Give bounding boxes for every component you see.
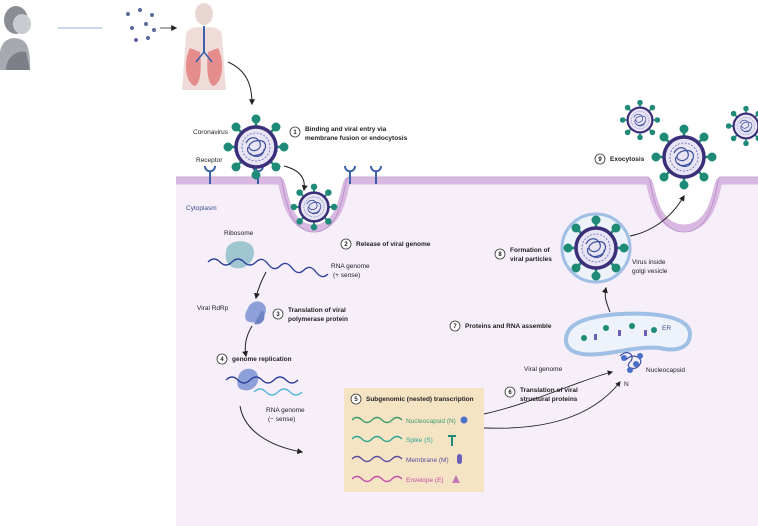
- step-6: 6 Translation of viral structural protei…: [504, 386, 578, 403]
- rna-genome-neg-label: RNA genome: [266, 407, 305, 414]
- virus-in-golgi-icon: [563, 215, 629, 281]
- svg-text:8: 8: [498, 252, 502, 258]
- coronavirus-label: Coronavirus: [193, 129, 229, 136]
- rdrp-replication-icon: [237, 368, 259, 391]
- nucleocapsid-label: Nucleocapsid: [646, 367, 685, 374]
- transcription-legend: [344, 388, 484, 492]
- svg-text:Spike (S): Spike (S): [406, 437, 433, 444]
- legend-spike: Spike (S): [351, 435, 456, 446]
- endocytosed-virus-icon: [290, 183, 338, 231]
- cell-membrane: [176, 177, 758, 232]
- svg-text:6: 6: [508, 390, 512, 396]
- svg-text:2: 2: [344, 242, 348, 248]
- endoplasmic-reticulum: [563, 311, 693, 357]
- svg-text:polymerase protein: polymerase protein: [288, 316, 348, 323]
- svg-text:7: 7: [453, 324, 457, 330]
- svg-text:Translation of viral: Translation of viral: [520, 387, 578, 394]
- svg-text:Membrane (M): Membrane (M): [406, 457, 449, 464]
- lungs-icon: [182, 3, 226, 90]
- er-proteins-icon: [581, 323, 657, 341]
- svg-text:Nucleocapsid (N): Nucleocapsid (N): [406, 418, 456, 425]
- svg-text:Subgenomic (nested) transcript: Subgenomic (nested) transcription: [366, 396, 474, 403]
- svg-text:1: 1: [293, 130, 297, 136]
- nucleocapsid-icon: [619, 352, 643, 373]
- ribosome-label: Ribosome: [224, 230, 254, 237]
- svg-text:Proteins and RNA assemble: Proteins and RNA assemble: [465, 323, 552, 330]
- rna-genome-negative: [253, 388, 303, 396]
- svg-text:structural proteins: structural proteins: [520, 396, 578, 403]
- step-5: 5 Subgenomic (nested) transcription: [350, 393, 474, 405]
- cytoplasm-label: Cytoplasm: [186, 205, 217, 212]
- legend-envelope: Envelope (E): [351, 475, 460, 484]
- person-icon: [0, 6, 31, 70]
- virus-particles-air-icon: [126, 8, 156, 42]
- svg-text:genome replication: genome replication: [232, 356, 292, 363]
- receptor-label: Receptor: [196, 157, 223, 164]
- legend-nucleocapsid: Nucleocapsid (N): [351, 416, 468, 425]
- golgi-label: Virus inside: [632, 259, 666, 266]
- svg-text:4: 4: [220, 357, 224, 363]
- svg-text:viral particles: viral particles: [510, 256, 552, 263]
- step-1: 1 Binding and viral entry via membrane f…: [289, 126, 408, 142]
- released-virus-icon: [619, 99, 661, 141]
- svg-text:Formation of: Formation of: [510, 247, 551, 254]
- svg-text:(− sense): (− sense): [268, 416, 295, 423]
- rna-genome-positive: [207, 258, 329, 278]
- rna-template-strand: [225, 376, 299, 384]
- svg-text:Translation of viral: Translation of viral: [288, 307, 346, 314]
- svg-text:3: 3: [276, 312, 280, 318]
- svg-text:Envelope (E): Envelope (E): [406, 477, 444, 484]
- n-protein-label: N: [624, 381, 629, 388]
- legend-membrane: Membrane (M): [351, 454, 462, 464]
- er-label: ER: [662, 325, 671, 332]
- svg-text:(+ sense): (+ sense): [333, 272, 360, 279]
- released-virus-icon-2: [725, 105, 758, 147]
- step-4: 4 genome replication: [216, 353, 292, 365]
- step-7: 7 Proteins and RNA assemble: [449, 320, 552, 332]
- svg-text:Release of viral genome: Release of viral genome: [356, 241, 431, 248]
- step-9: 9 Exocytosis: [594, 153, 645, 165]
- svg-text:golgi vesicle: golgi vesicle: [632, 268, 668, 275]
- svg-text:Exocytosis: Exocytosis: [610, 156, 645, 163]
- step-8: 8 Formation of viral particles: [494, 247, 552, 263]
- viral-genome-label: Viral genome: [524, 366, 563, 373]
- svg-text:membrane fusion or endocytosis: membrane fusion or endocytosis: [305, 135, 408, 142]
- exocytosed-virus-icon: [651, 124, 717, 190]
- viral-rdrp-label: Viral RdRp: [197, 305, 229, 312]
- svg-text:9: 9: [598, 157, 602, 163]
- step-2: 2 Release of viral genome: [340, 238, 431, 250]
- svg-text:Binding and viral entry via: Binding and viral entry via: [305, 126, 387, 133]
- step-3: 3 Translation of viral polymerase protei…: [272, 307, 348, 323]
- svg-text:5: 5: [354, 397, 358, 403]
- rna-genome-pos-label: RNA genome: [331, 263, 370, 270]
- coronavirus-icon: [223, 114, 289, 180]
